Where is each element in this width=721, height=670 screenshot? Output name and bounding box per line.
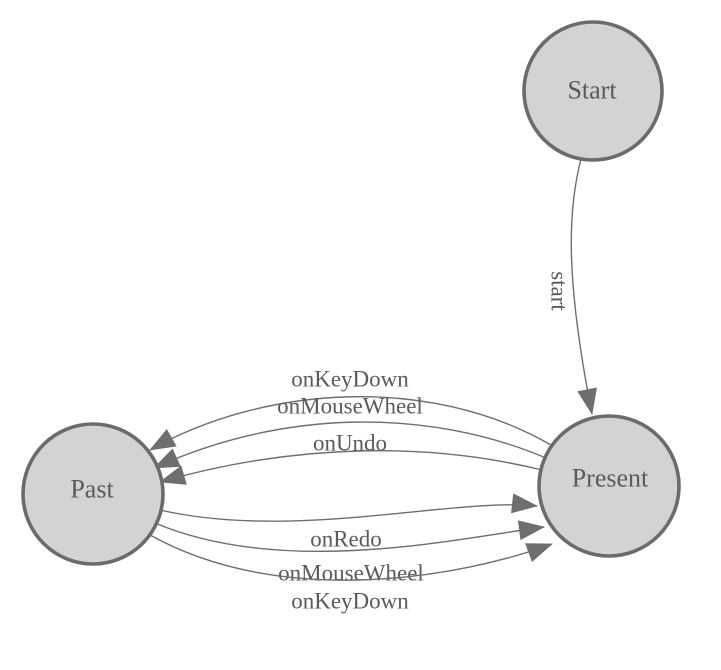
edge-onkeydown-upper-path [149, 395, 552, 451]
edge-present-to-past-onmousewheel: onMouseWheel [153, 394, 547, 469]
edge-label-onmousewheel-upper: onMouseWheel [277, 394, 423, 419]
edge-label-onkeydown-upper: onKeyDown [291, 367, 409, 392]
edge-onkeydown-lower-path [149, 534, 553, 581]
past-node-circle [21, 422, 165, 566]
edge-onredo-path [159, 493, 538, 522]
present-node-circle [537, 414, 681, 558]
start-node-label: Start [567, 76, 617, 105]
state-node-start: Start [522, 20, 664, 162]
edge-label-onundo: onUndo [313, 431, 387, 456]
present-node-label: Present [572, 464, 649, 493]
state-node-present: Present [537, 414, 681, 558]
edge-present-to-past-onundo: onUndo [159, 431, 543, 485]
edge-onmousewheel-upper-path [153, 421, 547, 469]
edge-past-to-present-onmousewheel: onMouseWheel [154, 520, 545, 586]
edge-onmousewheel-lower-path [154, 520, 545, 553]
edge-start-path [570, 158, 597, 415]
edge-label-start: start [547, 271, 572, 311]
state-node-past: Past [21, 422, 165, 566]
past-node-label: Past [70, 475, 114, 504]
edge-onundo-path [159, 450, 543, 485]
edge-label-onmousewheel-lower: onMouseWheel [278, 561, 424, 586]
start-node-circle [522, 20, 664, 162]
edge-label-onkeydown-lower: onKeyDown [291, 589, 409, 614]
edge-label-onredo: onRedo [310, 527, 382, 552]
edge-past-to-present-onkeydown: onKeyDown [149, 534, 553, 614]
edge-past-to-present-onredo: onRedo [159, 493, 538, 552]
edge-start-to-present: start [547, 158, 597, 415]
edge-present-to-past-onkeydown: onKeyDown [149, 367, 552, 451]
